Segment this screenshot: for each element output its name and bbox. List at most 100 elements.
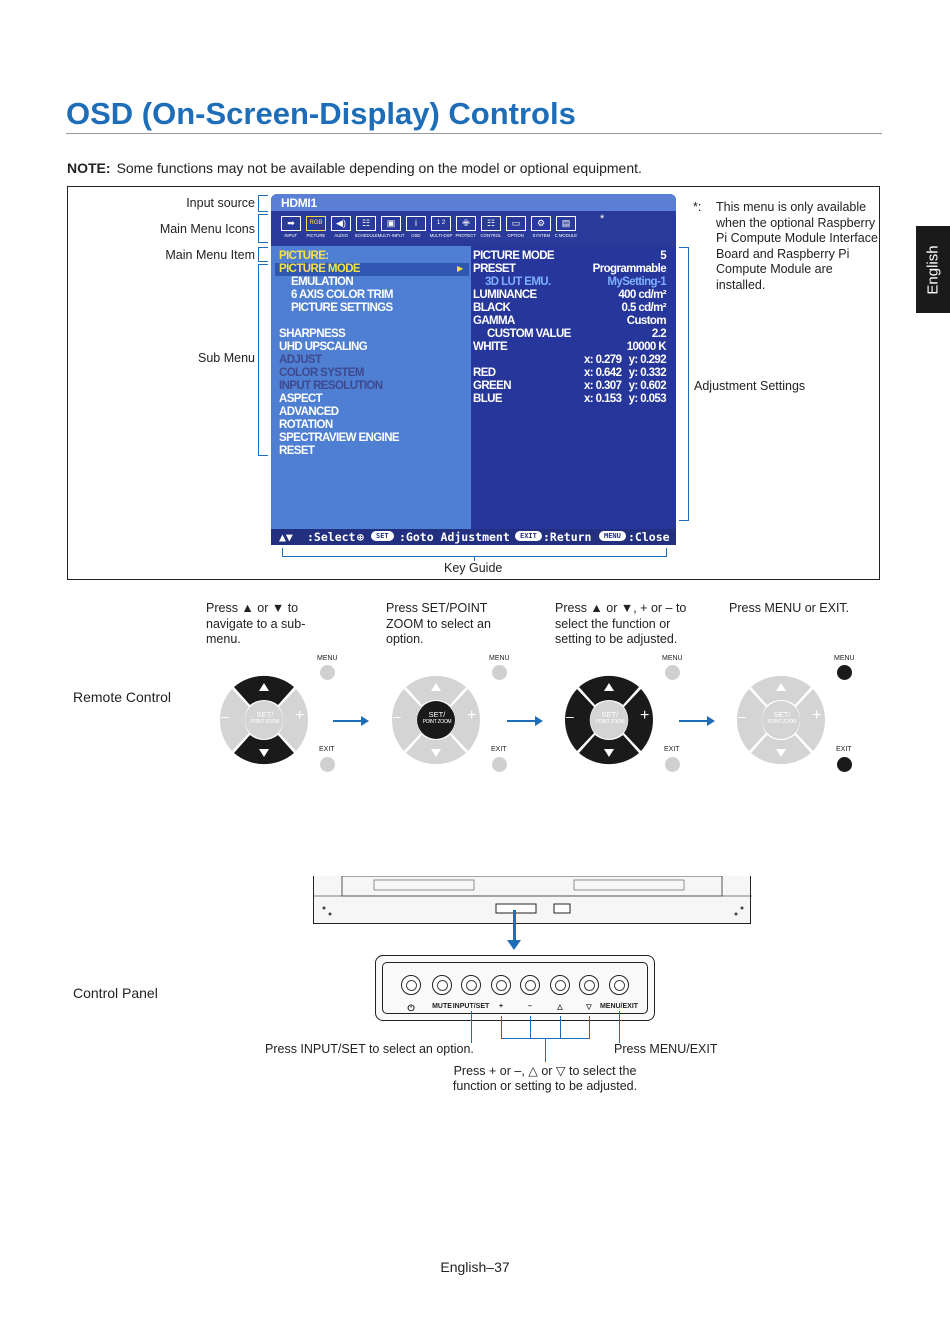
up-button[interactable]	[550, 975, 570, 995]
setting-luminance-value[interactable]: 400 cd/m²	[618, 289, 666, 301]
dpad-set-button[interactable]	[762, 701, 800, 739]
dpad-graphic	[219, 675, 309, 765]
dpad-plus-button[interactable]	[451, 689, 481, 751]
menu-item-uhd-upscaling[interactable]: UHD UPSCALING	[279, 341, 368, 353]
menu-icon-label: PROTECT	[455, 233, 477, 238]
dpad-set-button[interactable]	[245, 701, 283, 739]
setting-white-y[interactable]: y: 0.292	[628, 354, 667, 366]
setting-black-value[interactable]: 0.5 cd/m²	[621, 302, 667, 314]
setting-picture-mode-value[interactable]: 5	[660, 250, 666, 262]
menu-item-advanced[interactable]: ADVANCED	[279, 406, 339, 418]
menu-button[interactable]	[665, 665, 680, 680]
menu-item-aspect[interactable]: ASPECT	[279, 393, 323, 405]
menu-item-picture-settings[interactable]: PICTURE SETTINGS	[291, 302, 393, 314]
menu-icon-schedule[interactable]: ☷SCHEDULE	[354, 216, 378, 243]
menu-item-color-trim[interactable]: 6 AXIS COLOR TRIM	[291, 289, 393, 301]
setting-lut-value[interactable]: MySetting-1	[607, 276, 666, 288]
key-guide-return: :Return	[543, 530, 592, 544]
menu-button[interactable]	[492, 665, 507, 680]
setting-custom-value[interactable]: 2.2	[651, 328, 667, 340]
point-zoom-label: POINT ZOOM	[422, 719, 452, 725]
bracket-main-menu-icons	[258, 214, 268, 243]
dpad-plus-button[interactable]	[279, 689, 309, 751]
multi-display-icon: 1 2	[431, 216, 451, 231]
set-label: SET/	[773, 710, 791, 719]
menu-item-emulation[interactable]: EMULATION	[291, 276, 354, 288]
setting-red-y[interactable]: y: 0.332	[628, 367, 667, 379]
setting-preset-label: PRESET	[473, 263, 516, 275]
point-zoom-label: POINT ZOOM	[250, 719, 280, 725]
bracket-input-source	[258, 195, 268, 212]
rear-panel-drawing	[314, 876, 752, 916]
dpad-minus-button[interactable]	[219, 689, 249, 751]
up-arrow-icon	[776, 683, 786, 691]
menu-item-reset[interactable]: RESET	[279, 445, 315, 457]
power-button[interactable]	[401, 975, 421, 995]
setting-gamma-value[interactable]: Custom	[626, 315, 667, 327]
down-button[interactable]	[579, 975, 599, 995]
line-down	[589, 1016, 590, 1038]
setting-preset-value[interactable]: Programmable	[592, 263, 667, 275]
panel-instruction-menu: Press MENU/EXIT	[614, 1042, 718, 1056]
menu-button[interactable]	[837, 665, 852, 680]
menu-icon-protect[interactable]: ✙PROTECT	[454, 216, 478, 243]
menu-button[interactable]	[320, 665, 335, 680]
dpad-minus-button[interactable]	[564, 689, 594, 751]
input-set-button[interactable]	[461, 975, 481, 995]
setting-green-x[interactable]: x: 0.307	[584, 380, 622, 392]
plus-button[interactable]	[491, 975, 511, 995]
menu-icon-system[interactable]: ⚙SYSTEM	[529, 216, 553, 243]
menu-icon-input[interactable]: ➡INPUT	[279, 216, 303, 243]
key-guide-tick	[474, 557, 475, 561]
menu-icon-audio[interactable]: ◀)AUDIO	[329, 216, 353, 243]
setting-green-y[interactable]: y: 0.602	[628, 380, 667, 392]
dpad-plus-button[interactable]	[796, 689, 826, 751]
dpad-plus-button[interactable]	[624, 689, 654, 751]
dpad-minus-button[interactable]	[391, 689, 421, 751]
menu-icon-multi-input[interactable]: ▣MULTI-INPUT	[378, 216, 404, 243]
menu-item-rotation[interactable]: ROTATION	[279, 419, 333, 431]
exit-button[interactable]	[665, 757, 680, 772]
menu-icon-option[interactable]: ▭OPTION	[504, 216, 528, 243]
setting-blue-y[interactable]: y: 0.053	[628, 393, 667, 405]
callout-main-menu-item: Main Menu Item	[165, 248, 255, 262]
menu-item-picture-mode[interactable]: PICTURE MODE	[279, 263, 361, 275]
input-arrow-icon: ➡	[281, 216, 301, 231]
setting-lut-label: 3D LUT EMU.	[485, 276, 551, 288]
key-guide-select: :Select	[307, 530, 356, 544]
title-divider	[66, 133, 882, 134]
menu-label: MENU	[317, 655, 338, 662]
osd-diagram-frame	[67, 186, 880, 580]
mute-button[interactable]	[432, 975, 452, 995]
minus-button[interactable]	[520, 975, 540, 995]
exit-label: EXIT	[836, 746, 852, 753]
menu-icon-c-module[interactable]: ▤C MODULE	[554, 216, 578, 243]
exit-button[interactable]	[837, 757, 852, 772]
control-panel	[375, 955, 655, 1021]
menu-item-sharpness[interactable]: SHARPNESS	[279, 328, 346, 340]
menu-icon-control[interactable]: ☷CONTROL	[479, 216, 503, 243]
menu-icon-label: AUDIO	[334, 233, 348, 238]
submenu-arrow-icon: ▶	[457, 264, 464, 273]
menu-exit-button[interactable]	[609, 975, 629, 995]
menu-item-spectraview[interactable]: SPECTRAVIEW ENGINE	[279, 432, 400, 444]
dpad-set-button[interactable]	[590, 701, 628, 739]
setting-white-x[interactable]: x: 0.279	[584, 354, 622, 366]
exit-button[interactable]	[320, 757, 335, 772]
exit-button[interactable]	[492, 757, 507, 772]
plus-label: +	[812, 707, 822, 724]
up-arrow-icon	[604, 683, 614, 691]
pointer-line	[513, 910, 516, 944]
setting-blue-x[interactable]: x: 0.153	[584, 393, 622, 405]
bracket-main-menu-item	[258, 247, 268, 262]
dpad-minus-button[interactable]	[736, 689, 766, 751]
dpad-set-button[interactable]	[417, 701, 455, 739]
setting-red-x[interactable]: x: 0.642	[584, 367, 622, 379]
setting-white-value[interactable]: 10000 K	[626, 341, 667, 353]
